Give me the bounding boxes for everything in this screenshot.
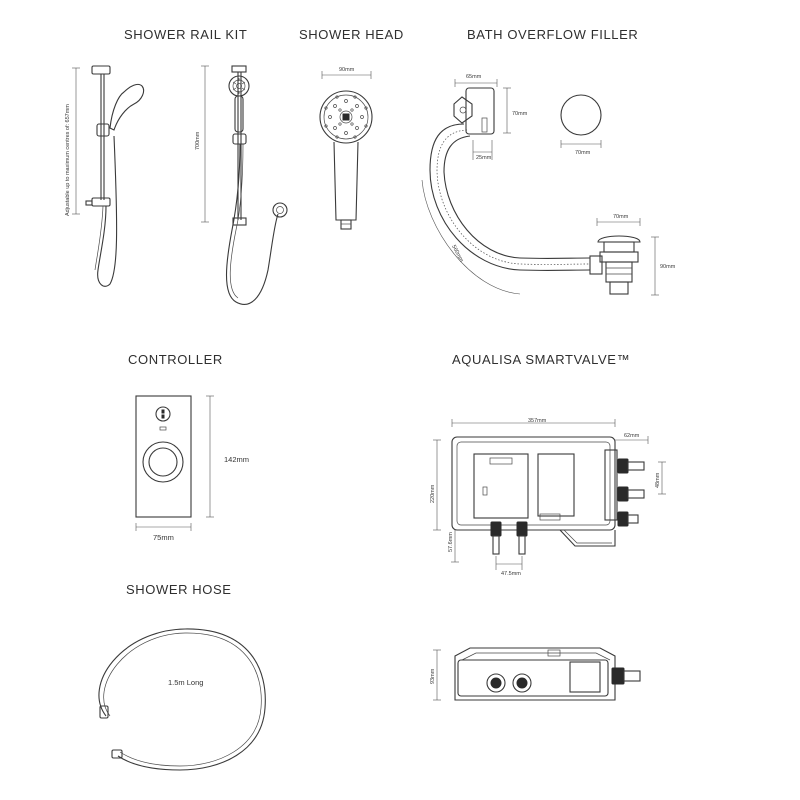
- filler-top-height-dimension: 70mm: [512, 111, 528, 117]
- valve-depth-dimension: 93mm: [430, 668, 436, 684]
- shower-hose-drawing: 1.5m Long: [98, 628, 266, 771]
- valve-outlet-height-dimension: 57.6mm: [448, 532, 454, 552]
- filler-waste-width-dimension: 70mm: [613, 214, 629, 220]
- shower-head-drawing: 90mm: [319, 67, 373, 230]
- valve-side-dimension: 62mm: [624, 433, 640, 439]
- rail-adjustable-dimension: Adjustable up to maximum centres of: 657…: [65, 104, 71, 216]
- filler-round-dimension: 70mm: [575, 150, 591, 156]
- shower-head-width-dimension: 90mm: [339, 67, 355, 73]
- valve-outlet-centres-dimension: 47.5mm: [501, 571, 521, 577]
- bath-overflow-filler-drawing: 65mm 70mm 25mm 70mm 560mm 70mm: [421, 74, 676, 296]
- shower-rail-kit-heading: SHOWER RAIL KIT: [124, 27, 248, 42]
- rail-height-dimension: 700mm: [195, 131, 201, 150]
- valve-height-dimension: 220mm: [430, 484, 436, 503]
- controller-width-dimension: 75mm: [153, 533, 174, 542]
- controller-height-dimension: 142mm: [224, 455, 249, 464]
- smartvalve-heading: AQUALISA SMARTVALVE™: [452, 352, 631, 367]
- shower-head-heading: SHOWER HEAD: [299, 27, 404, 42]
- bath-overflow-filler-heading: BATH OVERFLOW FILLER: [467, 27, 639, 42]
- filler-hose-dimension: 560mm: [450, 244, 464, 263]
- smartvalve-bottom-drawing: 93mm: [430, 647, 641, 701]
- rail-kit-side-drawing: 700mm: [195, 65, 288, 305]
- smartvalve-front-drawing: 357mm 62mm 48mm 220mm 57.6mm 47.5mm: [430, 418, 666, 577]
- controller-heading: CONTROLLER: [128, 352, 223, 367]
- hose-length-label: 1.5m Long: [168, 678, 203, 687]
- valve-width-dimension: 357mm: [528, 418, 547, 424]
- rail-kit-front-drawing: Adjustable up to maximum centres of: 657…: [65, 65, 145, 287]
- shower-hose-heading: SHOWER HOSE: [126, 582, 232, 597]
- filler-top-depth-dimension: 25mm: [476, 155, 492, 161]
- controller-drawing: 142mm 75mm: [135, 395, 249, 542]
- filler-waste-height-dimension: 90mm: [660, 264, 676, 270]
- valve-inlet-spacing-dimension: 48mm: [655, 472, 661, 488]
- filler-top-width-dimension: 65mm: [466, 74, 482, 80]
